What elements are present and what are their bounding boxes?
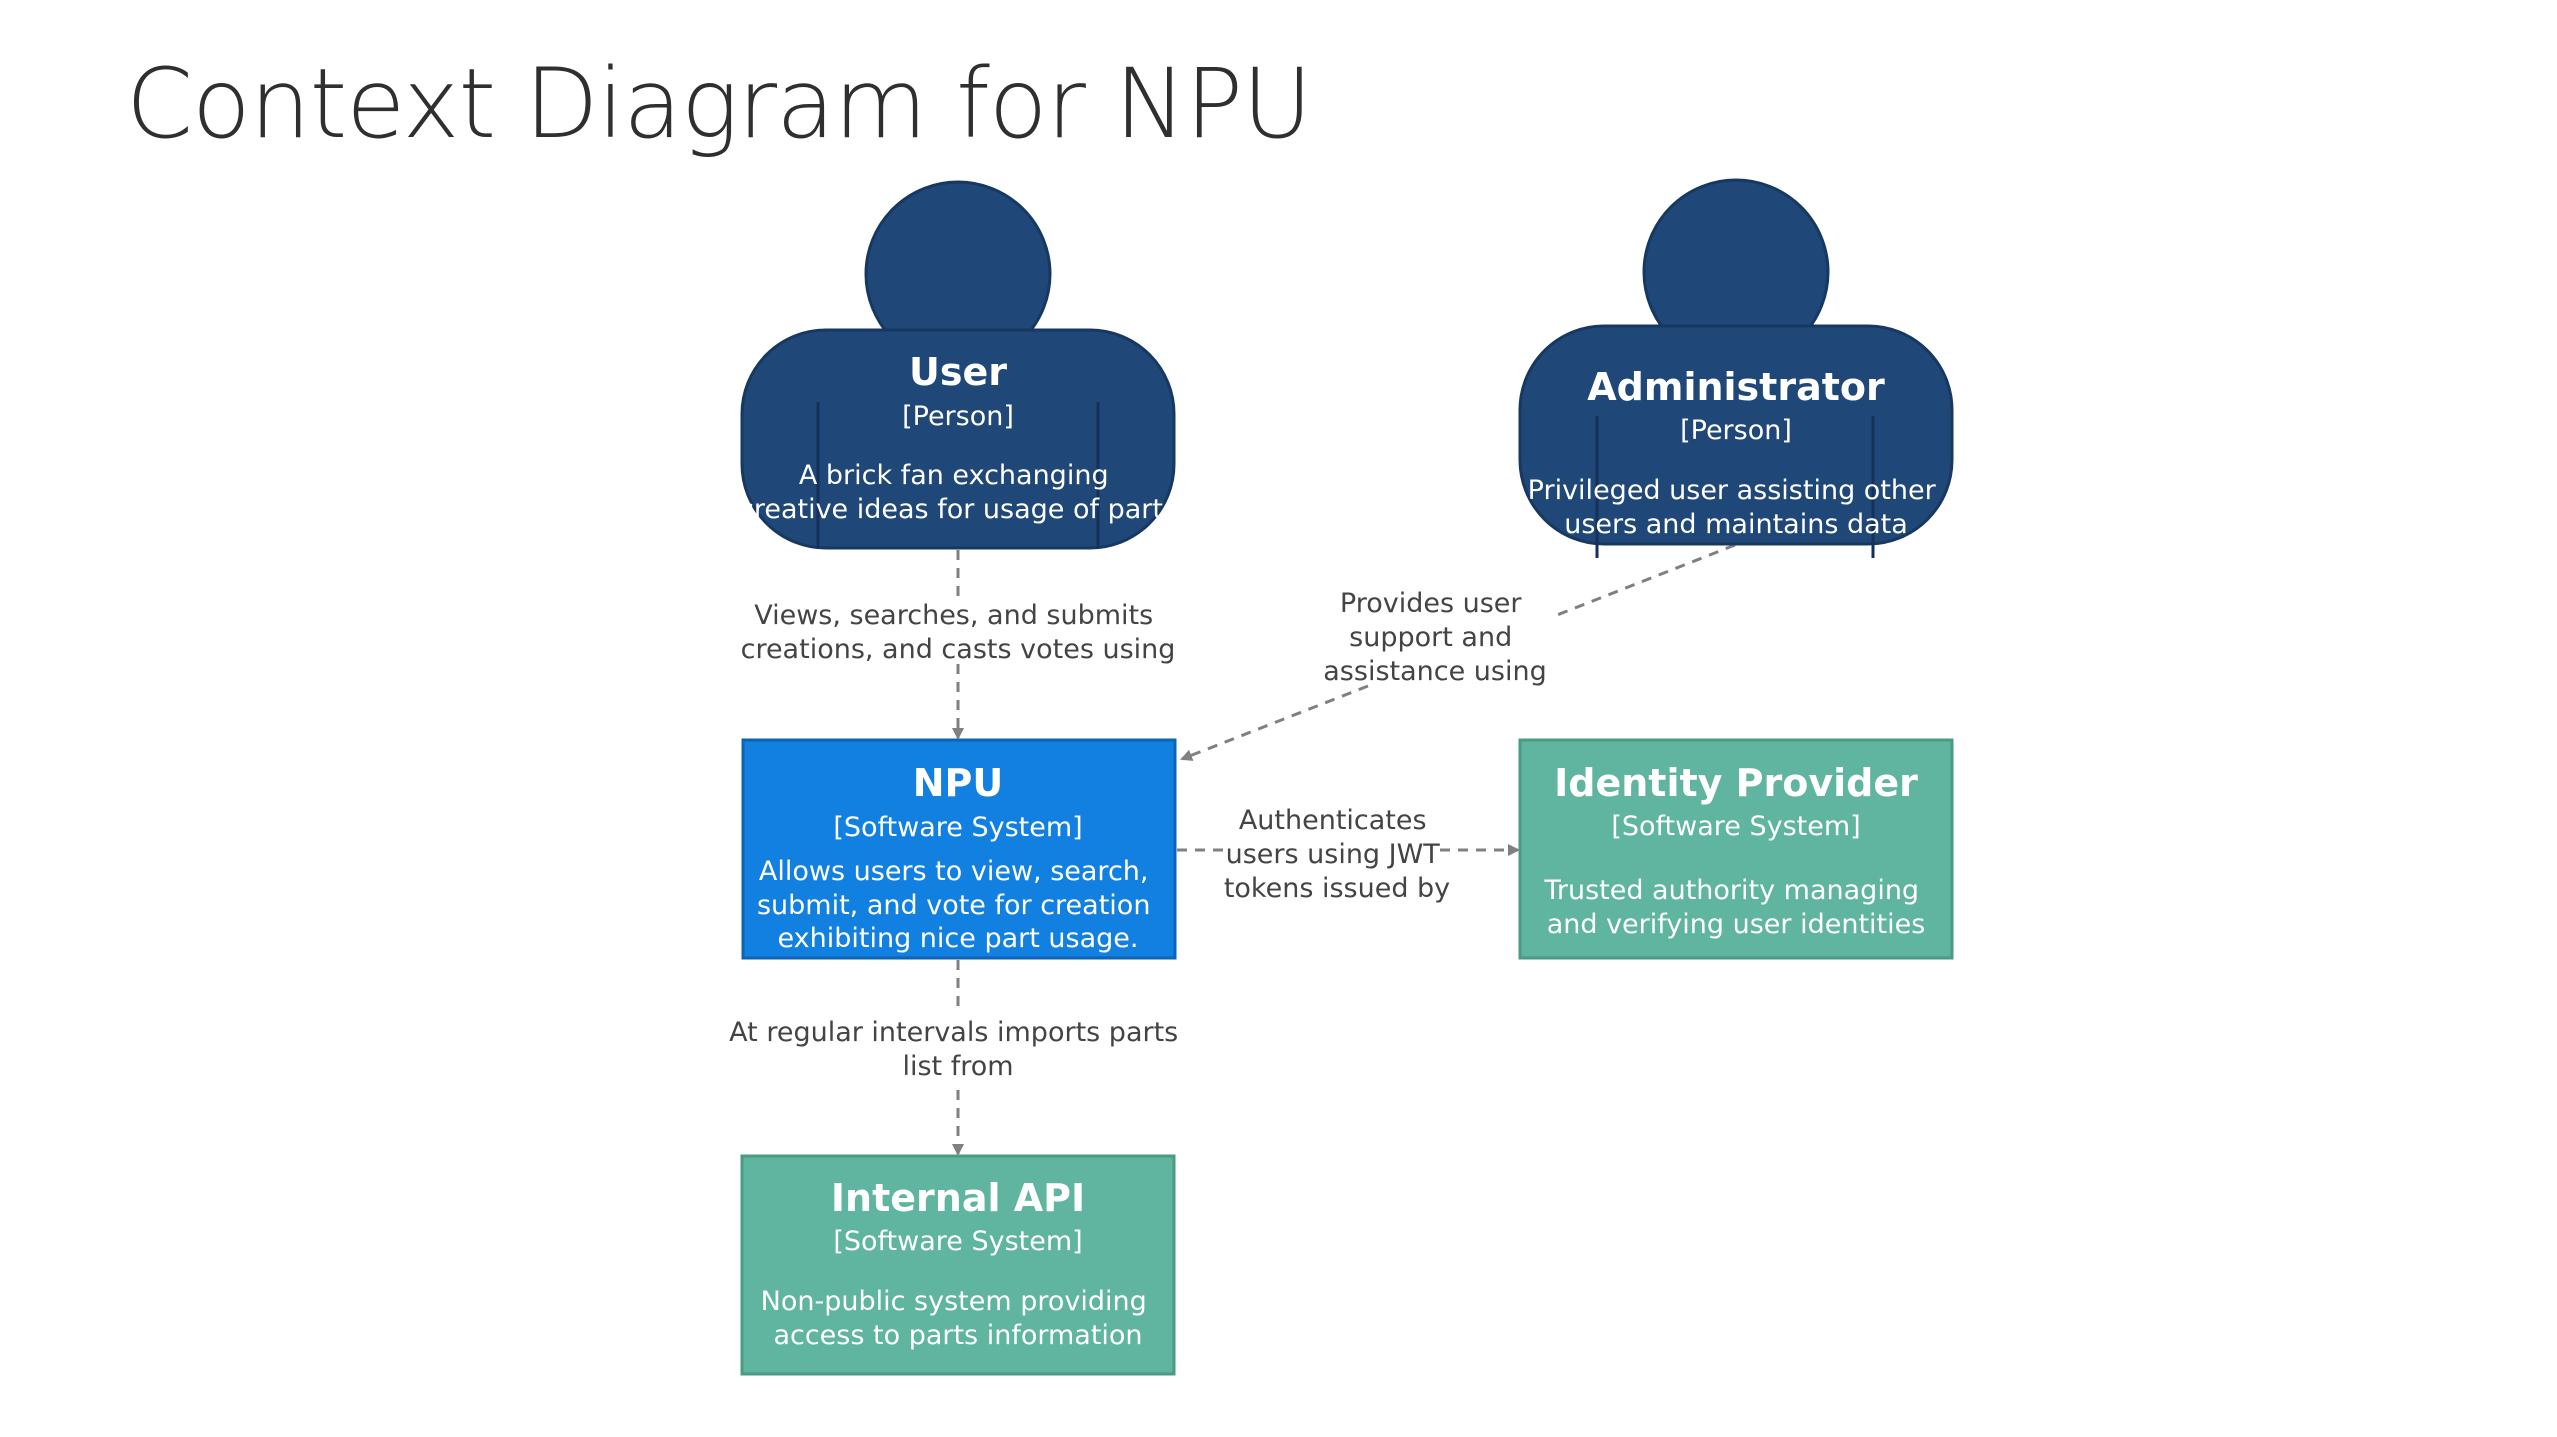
label-line: users using JWT bbox=[1226, 839, 1441, 870]
label-line: Views, searches, and submits bbox=[754, 600, 1153, 631]
desc-line: Trusted authority managing bbox=[1543, 875, 1919, 906]
label-line: creations, and casts votes using bbox=[741, 634, 1176, 665]
label-line: Provides user bbox=[1340, 588, 1523, 619]
label-line: assistance using bbox=[1323, 656, 1546, 687]
label-line: At regular intervals imports parts bbox=[729, 1017, 1178, 1048]
node-name: NPU bbox=[913, 761, 1004, 805]
desc-line: creative ideas for usage of parts bbox=[739, 494, 1177, 525]
relationship-npu-api[interactable]: At regular intervals imports parts list … bbox=[729, 960, 1187, 1156]
system-box bbox=[1518, 738, 1954, 960]
page-title: Context Diagram for NPU bbox=[126, 48, 1312, 160]
relationship-label: At regular intervals imports parts list … bbox=[729, 1017, 1187, 1082]
node-type: [Software System] bbox=[833, 1226, 1082, 1257]
relationship-user-npu[interactable]: Views, searches, and submits creations, … bbox=[741, 550, 1176, 740]
node-description: Non-public system providing access to pa… bbox=[761, 1286, 1156, 1351]
system-identity-provider[interactable]: Identity Provider [Software System] Trus… bbox=[1518, 738, 1954, 960]
node-name: User bbox=[909, 350, 1007, 394]
desc-line: and verifying user identities bbox=[1547, 909, 1926, 940]
relationship-npu-idp[interactable]: Authenticates users using JWT tokens iss… bbox=[1177, 805, 1520, 904]
node-type: [Software System] bbox=[833, 812, 1082, 843]
label-line: tokens issued by bbox=[1224, 873, 1450, 904]
label-line: list from bbox=[902, 1051, 1013, 1082]
desc-line: access to parts information bbox=[773, 1320, 1142, 1351]
person-body bbox=[740, 328, 1176, 550]
system-box bbox=[741, 738, 1177, 960]
node-name: Internal API bbox=[831, 1176, 1085, 1220]
relationship-admin-npu[interactable]: Provides user support and assistance usi… bbox=[1180, 543, 1736, 761]
person-administrator[interactable]: Administrator [Person] Privileged user a… bbox=[1518, 178, 1954, 558]
relationship-line bbox=[1551, 543, 1736, 619]
label-line: support and bbox=[1349, 622, 1512, 653]
relationship-label: Views, searches, and submits creations, … bbox=[741, 600, 1176, 665]
relationship-label: Authenticates users using JWT tokens iss… bbox=[1224, 805, 1450, 904]
system-npu[interactable]: NPU [Software System] Allows users to vi… bbox=[741, 738, 1177, 960]
relationship-label: Provides user support and assistance usi… bbox=[1323, 588, 1546, 687]
system-internal-api[interactable]: Internal API [Software System] Non-publi… bbox=[740, 1154, 1176, 1376]
node-name: Administrator bbox=[1587, 365, 1885, 409]
node-description: Privileged user assisting other users an… bbox=[1528, 475, 1945, 540]
node-description: Allows users to view, search, submit, an… bbox=[757, 856, 1159, 954]
node-type: [Software System] bbox=[1611, 811, 1860, 842]
desc-line: Non-public system providing bbox=[761, 1286, 1147, 1317]
node-description: Trusted authority managing and verifying… bbox=[1543, 875, 1927, 940]
node-description: A brick fan exchanging creative ideas fo… bbox=[739, 460, 1177, 525]
system-box bbox=[740, 1154, 1176, 1376]
desc-line: A brick fan exchanging bbox=[799, 460, 1109, 491]
desc-line: exhibiting nice part usage. bbox=[778, 923, 1139, 954]
node-type: [Person] bbox=[1680, 415, 1792, 446]
person-user[interactable]: User [Person] A brick fan exchanging cre… bbox=[739, 180, 1177, 550]
desc-line: submit, and vote for creation bbox=[757, 890, 1150, 921]
relationship-line bbox=[1180, 684, 1369, 761]
node-type: [Person] bbox=[902, 401, 1014, 432]
node-name: Identity Provider bbox=[1554, 761, 1918, 805]
person-body bbox=[1518, 324, 1954, 546]
desc-line: Privileged user assisting other bbox=[1528, 475, 1937, 506]
desc-line: Allows users to view, search, bbox=[759, 856, 1149, 887]
desc-line: users and maintains data bbox=[1564, 509, 1908, 540]
label-line: Authenticates bbox=[1239, 805, 1427, 836]
